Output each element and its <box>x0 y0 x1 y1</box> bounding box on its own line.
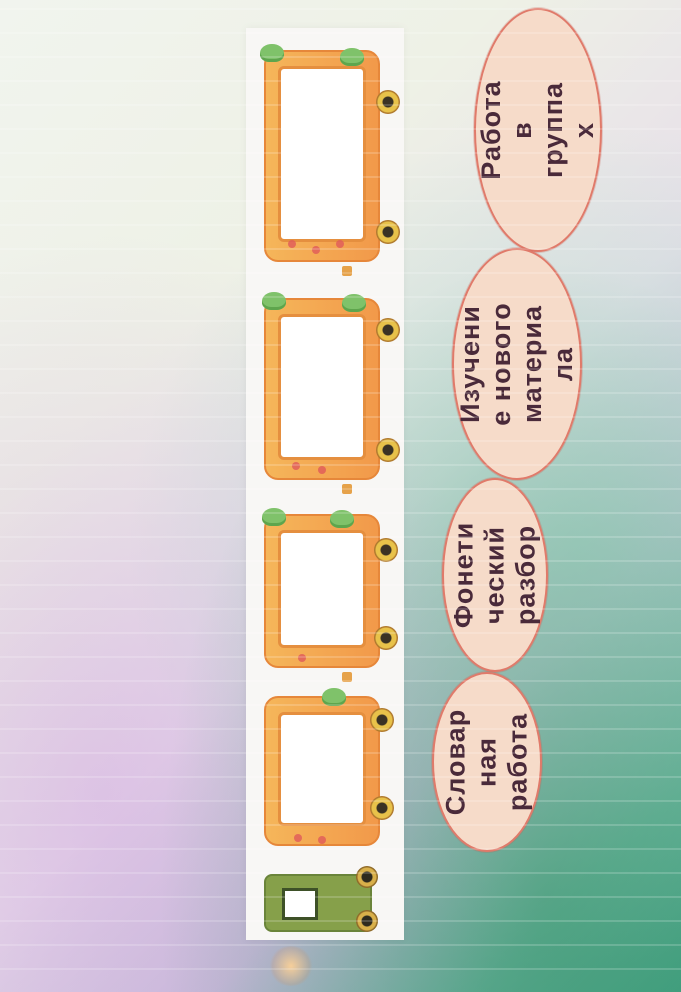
wheel-icon <box>376 90 400 114</box>
wheel-icon <box>374 538 398 562</box>
wagon-window <box>278 530 366 648</box>
decor-dot <box>336 240 344 248</box>
decor-dot <box>288 240 296 248</box>
locomotive-window <box>282 888 318 920</box>
wheel-icon <box>370 796 394 820</box>
wheel-icon <box>376 220 400 244</box>
bubble-new-material: Изучени е нового материа ла <box>452 248 582 480</box>
wagon-coupler <box>342 266 352 276</box>
leaf-icon <box>262 292 286 310</box>
decor-dot <box>292 462 300 470</box>
wheel-icon <box>374 626 398 650</box>
wagon-4 <box>258 686 394 854</box>
bubble-label: Словар ная работа <box>440 708 533 816</box>
bubble-group-work: Работа в группа х <box>474 8 602 252</box>
decor-dot <box>318 836 326 844</box>
bubble-label: Фонети ческий разбор <box>448 521 541 629</box>
bubble-label: Работа в группа х <box>476 80 599 180</box>
decor-dot <box>312 246 320 254</box>
decor-dot <box>294 834 302 842</box>
bubble-label: Изучени е нового материа ла <box>455 302 578 426</box>
decor-dot <box>318 466 326 474</box>
wagon-coupler <box>342 672 352 682</box>
wagon-1 <box>258 40 400 276</box>
wheel-icon <box>356 910 378 932</box>
leaf-icon <box>342 294 366 312</box>
wagon-coupler <box>342 484 352 494</box>
wheel-icon <box>356 866 378 888</box>
light-glare <box>268 946 314 986</box>
leaf-icon <box>260 44 284 62</box>
locomotive-body <box>264 874 372 932</box>
wagon-window <box>278 314 366 460</box>
bubble-vocabulary-work: Словар ная работа <box>432 672 542 852</box>
leaf-icon <box>340 48 364 66</box>
wagon-window <box>278 712 366 826</box>
wheel-icon <box>376 438 400 462</box>
wagon-2 <box>258 288 400 494</box>
locomotive-icon <box>256 864 386 940</box>
wheel-icon <box>376 318 400 342</box>
leaf-icon <box>330 510 354 528</box>
wagon-window <box>278 66 366 242</box>
bubble-phonetic-analysis: Фонети ческий разбор <box>442 478 548 672</box>
decor-dot <box>298 654 306 662</box>
leaf-icon <box>322 688 346 706</box>
leaf-icon <box>262 508 286 526</box>
wagon-3 <box>258 504 398 682</box>
wheel-icon <box>370 708 394 732</box>
